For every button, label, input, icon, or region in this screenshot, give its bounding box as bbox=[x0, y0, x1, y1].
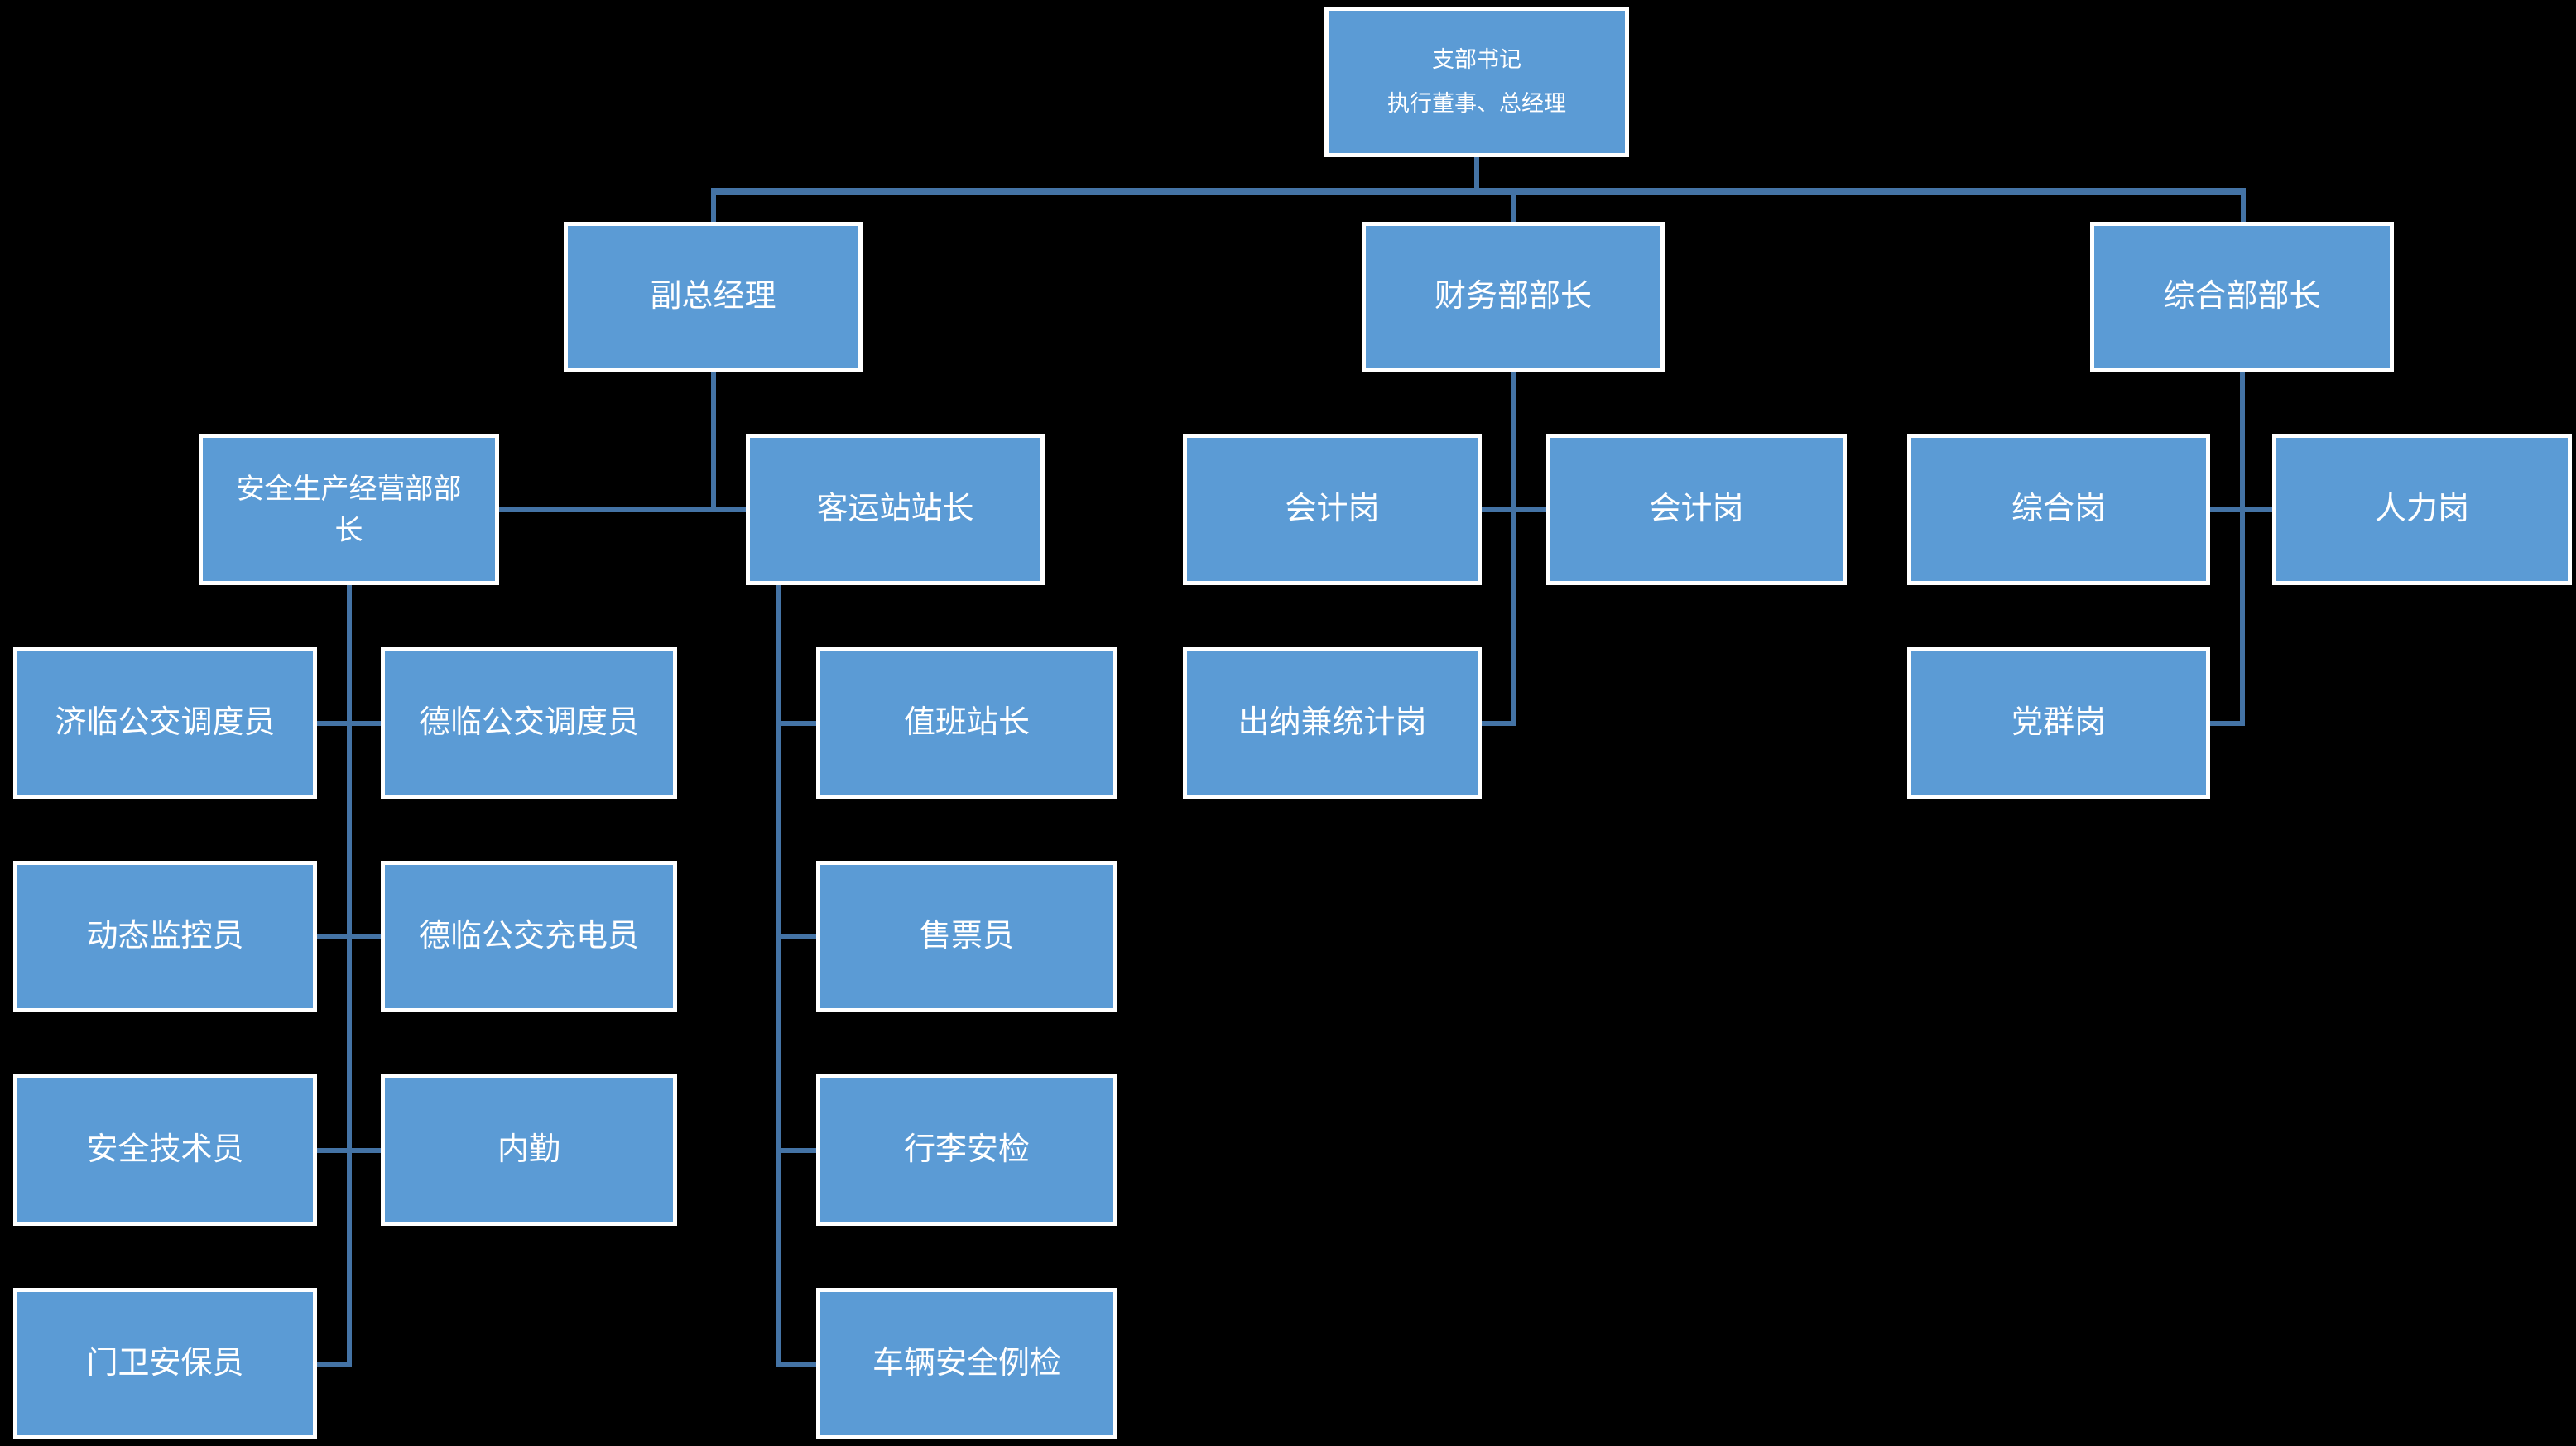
node-branch-secretary-gm[interactable]: 支部书记执行董事、总经理 bbox=[1324, 7, 1629, 157]
connector-line bbox=[776, 1148, 816, 1153]
node-label: 党群岗 bbox=[2011, 704, 2106, 740]
connector-line bbox=[347, 585, 352, 1367]
node-luggage-security-check[interactable]: 行李安检 bbox=[816, 1074, 1117, 1226]
connector-line bbox=[2210, 507, 2272, 512]
node-general-post[interactable]: 综合岗 bbox=[1907, 434, 2210, 585]
node-finance-director[interactable]: 财务部部长 bbox=[1362, 222, 1665, 372]
node-label: 客运站站长 bbox=[816, 491, 974, 526]
connector-line bbox=[317, 721, 381, 726]
node-hr-post[interactable]: 人力岗 bbox=[2272, 434, 2572, 585]
node-label: 动态监控员 bbox=[86, 918, 244, 954]
connector-line bbox=[711, 188, 2246, 195]
node-label: 支部书记 bbox=[1432, 47, 1521, 72]
node-jilin-bus-dispatcher[interactable]: 济临公交调度员 bbox=[13, 647, 317, 799]
connector-line bbox=[2210, 721, 2245, 726]
node-label: 车辆安全例检 bbox=[872, 1345, 1061, 1381]
node-accounting-2[interactable]: 会计岗 bbox=[1546, 434, 1847, 585]
node-label: 值班站长 bbox=[903, 704, 1030, 740]
node-cashier-statistics-post[interactable]: 出纳兼统计岗 bbox=[1183, 647, 1482, 799]
connector-line bbox=[1482, 507, 1546, 512]
connector-line bbox=[1511, 191, 1516, 222]
node-duty-station-master[interactable]: 值班站长 bbox=[816, 647, 1117, 799]
node-safety-production-director[interactable]: 安全生产经营部部长 bbox=[199, 434, 499, 585]
connector-line bbox=[317, 934, 381, 939]
node-label: 安全生产经营部部 bbox=[236, 473, 462, 505]
connector-line bbox=[317, 1362, 352, 1367]
node-label: 人力岗 bbox=[2374, 491, 2469, 526]
node-label: 出纳兼统计岗 bbox=[1238, 704, 1427, 740]
node-label: 内勤 bbox=[497, 1131, 560, 1167]
node-accounting-1[interactable]: 会计岗 bbox=[1183, 434, 1482, 585]
node-ticket-seller[interactable]: 售票员 bbox=[816, 861, 1117, 1012]
node-label: 综合部部长 bbox=[2163, 279, 2321, 315]
connector-line bbox=[317, 1148, 381, 1153]
node-label: 安全技术员 bbox=[86, 1131, 244, 1167]
connector-line bbox=[776, 1362, 816, 1367]
node-general-dept-director[interactable]: 综合部部长 bbox=[2090, 222, 2394, 372]
connector-line bbox=[1511, 372, 1516, 726]
node-party-mass-post[interactable]: 党群岗 bbox=[1907, 647, 2210, 799]
node-label: 副总经理 bbox=[650, 279, 776, 315]
node-dynamic-monitor[interactable]: 动态监控员 bbox=[13, 861, 317, 1012]
node-vehicle-safety-inspection[interactable]: 车辆安全例检 bbox=[816, 1288, 1117, 1439]
connector-line bbox=[776, 934, 816, 939]
node-label: 门卫安保员 bbox=[86, 1345, 244, 1381]
connector-line bbox=[711, 372, 716, 512]
node-label: 综合岗 bbox=[2011, 491, 2106, 526]
node-label: 会计岗 bbox=[1285, 491, 1380, 526]
connector-line bbox=[711, 191, 716, 222]
node-office-clerk[interactable]: 内勤 bbox=[381, 1074, 677, 1226]
node-label: 德临公交充电员 bbox=[418, 918, 639, 954]
node-deputy-gm[interactable]: 副总经理 bbox=[564, 222, 863, 372]
node-label: 德临公交调度员 bbox=[418, 704, 639, 740]
connector-line bbox=[776, 721, 816, 726]
connector-line bbox=[1482, 721, 1516, 726]
node-gate-security-guard[interactable]: 门卫安保员 bbox=[13, 1288, 317, 1439]
connector-line bbox=[2241, 191, 2246, 222]
node-delin-bus-dispatcher[interactable]: 德临公交调度员 bbox=[381, 647, 677, 799]
node-station-master[interactable]: 客运站站长 bbox=[746, 434, 1045, 585]
connector-line bbox=[1474, 157, 1479, 190]
connector-line bbox=[776, 585, 781, 1367]
node-label: 长 bbox=[334, 514, 363, 546]
node-label: 济临公交调度员 bbox=[55, 704, 276, 740]
connector-line bbox=[499, 507, 746, 512]
node-delin-bus-charger[interactable]: 德临公交充电员 bbox=[381, 861, 677, 1012]
node-label: 行李安检 bbox=[903, 1131, 1030, 1167]
node-label: 会计岗 bbox=[1649, 491, 1744, 526]
node-label: 执行董事、总经理 bbox=[1387, 91, 1566, 116]
connector-line bbox=[2240, 372, 2245, 726]
node-safety-technician[interactable]: 安全技术员 bbox=[13, 1074, 317, 1226]
node-label: 售票员 bbox=[919, 918, 1014, 954]
node-label: 财务部部长 bbox=[1434, 279, 1592, 315]
